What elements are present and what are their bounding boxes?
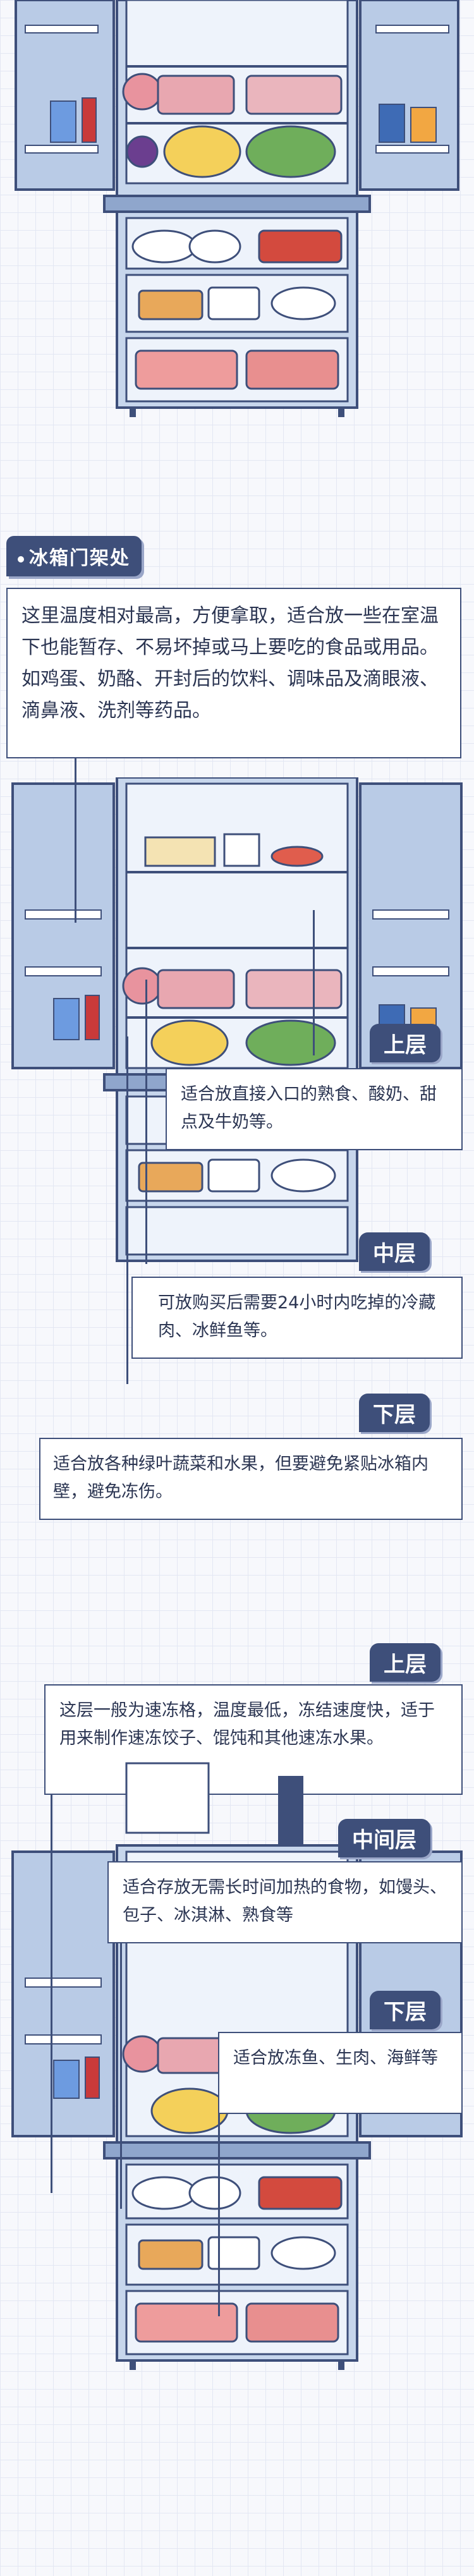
freezer-upper-text: 这层一般为速冻格，温度最低，冻结速度快，适于用来制作速冻饺子、馄饨和其他速冻水果… [59, 1701, 435, 1748]
freezer-middle-text: 适合存放无需长时间加热的食物，如馒头、包子、冰淇淋、熟食等 [123, 1878, 447, 1925]
door-shelf-description-box: 这里温度相对最高，方便拿取，适合放一些在室温下也能暂存、不易坏掉或马上要吃的食品… [6, 588, 461, 758]
freezer-middle-badge: 中间层 [338, 1819, 430, 1857]
freezer-middle-box: 适合存放无需长时间加热的食物，如馒头、包子、冰淇淋、熟食等 [107, 1861, 463, 1943]
fridge-illustration-cold [11, 777, 463, 1262]
freezer-callout-3 [218, 2114, 220, 2316]
freezer-callout-1 [51, 1795, 52, 2193]
cold-lower-badge: 下层 [359, 1394, 430, 1432]
freezer-callout-2 [120, 1943, 122, 2209]
door-shelf-title: 冰箱门架处 [29, 547, 130, 569]
cold-lower-box: 适合放各种绿叶蔬菜和水果，但要避免紧贴冰箱内壁，避免冻伤。 [39, 1438, 463, 1520]
freezer-lower-box: 适合放冻鱼、生肉、海鲜等 [218, 2032, 463, 2114]
cold-middle-badge: 中层 [359, 1232, 430, 1271]
bullet-dot-icon [18, 556, 24, 562]
freezer-lower-badge: 下层 [370, 1991, 441, 2029]
door-shelf-tag: 冰箱门架处 [6, 536, 142, 576]
callout-line-upper [313, 910, 315, 1055]
cold-upper-text: 适合放直接入口的熟食、酸奶、甜点及牛奶等。 [181, 1084, 437, 1132]
cold-upper-box: 适合放直接入口的熟食、酸奶、甜点及牛奶等。 [166, 1068, 463, 1150]
cold-middle-box: 可放购买后需要24小时内吃掉的冷藏肉、冰鲜鱼等。 [131, 1277, 463, 1359]
cold-lower-text: 适合放各种绿叶蔬菜和水果，但要避免紧贴冰箱内壁，避免冻伤。 [53, 1454, 428, 1502]
fridge-illustration-top [15, 0, 459, 417]
freezer-lower-text: 适合放冻鱼、生肉、海鲜等 [233, 2048, 438, 2068]
callout-line-lower [126, 1036, 128, 1384]
freezer-upper-box: 这层一般为速冻格，温度最低，冻结速度快，适于用来制作速冻饺子、馄饨和其他速冻水果… [44, 1684, 463, 1795]
door-shelf-description: 这里温度相对最高，方便拿取，适合放一些在室温下也能暂存、不易坏掉或马上要吃的食品… [21, 605, 439, 722]
cold-upper-badge: 上层 [370, 1024, 441, 1062]
cold-middle-text: 可放购买后需要24小时内吃掉的冷藏肉、冰鲜鱼等。 [158, 1293, 436, 1340]
freezer-upper-badge: 上层 [370, 1643, 441, 1682]
callout-line-door [75, 758, 76, 923]
callout-line-middle [145, 980, 147, 1264]
